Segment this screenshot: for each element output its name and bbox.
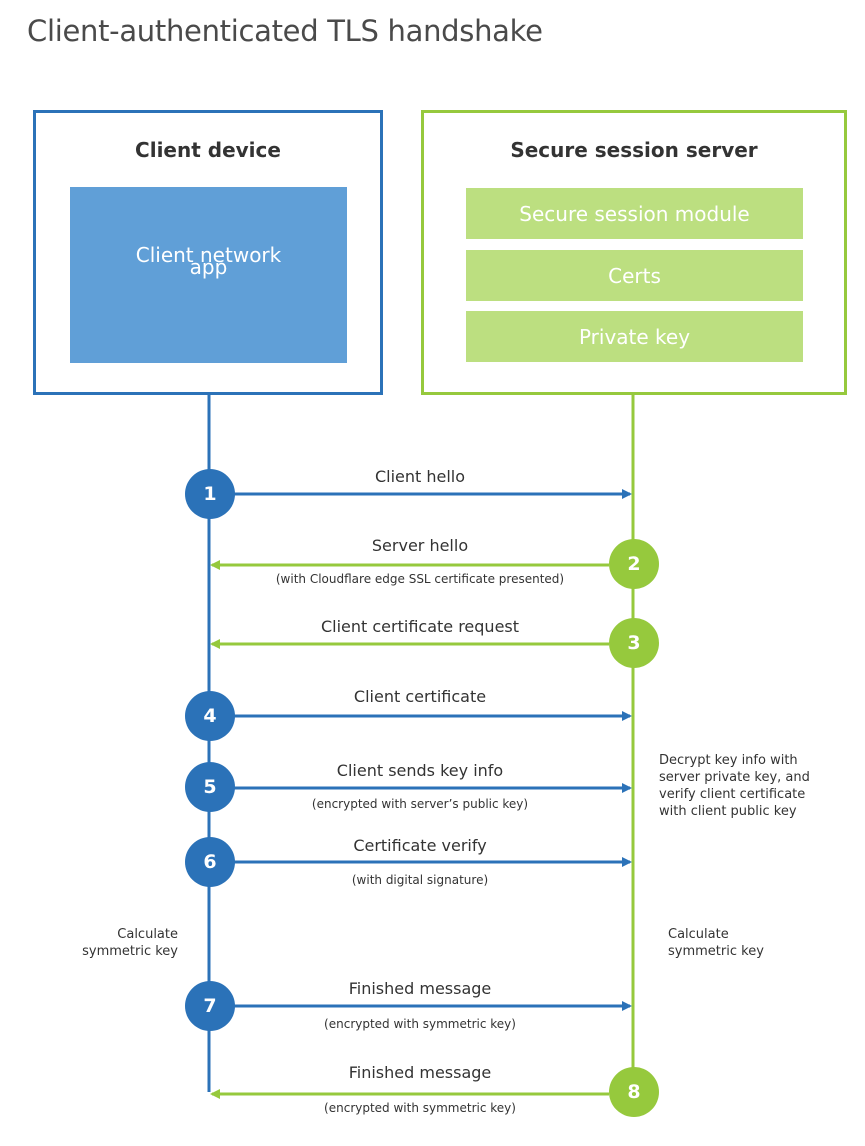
server-calculate-key-note: Calculate symmetric key bbox=[668, 926, 764, 960]
step-8-badge: 8 bbox=[609, 1067, 659, 1117]
step-5-badge: 5 bbox=[185, 762, 235, 812]
note-line: symmetric key bbox=[82, 944, 178, 959]
finished-message-client-sublabel: (encrypted with symmetric key) bbox=[324, 1017, 516, 1031]
client-sends-key-info-label: Client sends key info bbox=[336, 761, 504, 780]
client-app-label-line2: app bbox=[189, 255, 228, 279]
secure-session-module-box: Secure session module bbox=[466, 188, 803, 239]
client-certificate-request-label: Client certificate request bbox=[320, 617, 520, 636]
client-device-title: Client device bbox=[135, 138, 281, 162]
client-certificate-label: Client certificate bbox=[353, 687, 487, 706]
client-sends-key-info-sublabel: (encrypted with server’s public key) bbox=[311, 797, 529, 811]
note-line: verify client certificate bbox=[659, 787, 806, 802]
finished-message-server-sublabel: (encrypted with symmetric key) bbox=[324, 1101, 516, 1115]
server-decrypt-note: Decrypt key info with server private key… bbox=[659, 752, 810, 820]
certificate-verify-sublabel: (with digital signature) bbox=[351, 873, 489, 887]
note-line: server private key, and bbox=[659, 770, 810, 785]
note-line: symmetric key bbox=[668, 944, 764, 959]
client-calculate-key-note: Calculate symmetric key bbox=[60, 926, 178, 960]
step-7-badge: 7 bbox=[185, 981, 235, 1031]
server-hello-sublabel: (with Cloudflare edge SSL certificate pr… bbox=[275, 572, 565, 586]
note-line: Decrypt key info with bbox=[659, 753, 798, 768]
step-2-badge: 2 bbox=[609, 539, 659, 589]
client-network-app-box: Client network app bbox=[70, 187, 347, 363]
private-key-box: Private key bbox=[466, 311, 803, 362]
secure-session-server-panel: Secure session server Secure session mod… bbox=[421, 110, 847, 395]
step-4-badge: 4 bbox=[185, 691, 235, 741]
finished-message-server-label: Finished message bbox=[348, 1063, 492, 1082]
client-hello-label: Client hello bbox=[374, 467, 466, 486]
server-hello-label: Server hello bbox=[371, 536, 469, 555]
certificate-verify-label: Certificate verify bbox=[353, 836, 487, 855]
server-title: Secure session server bbox=[510, 138, 758, 162]
client-app-label-line1: Client network bbox=[135, 243, 282, 267]
step-6-badge: 6 bbox=[185, 837, 235, 887]
finished-message-client-label: Finished message bbox=[348, 979, 492, 998]
certs-box: Certs bbox=[466, 250, 803, 301]
note-line: Calculate bbox=[668, 927, 729, 942]
step-3-badge: 3 bbox=[609, 618, 659, 668]
step-1-badge: 1 bbox=[185, 469, 235, 519]
client-device-panel: Client device Client network app bbox=[33, 110, 383, 395]
note-line: with client public key bbox=[659, 804, 797, 819]
page-title: Client-authenticated TLS handshake bbox=[27, 14, 543, 48]
note-line: Calculate bbox=[117, 927, 178, 942]
